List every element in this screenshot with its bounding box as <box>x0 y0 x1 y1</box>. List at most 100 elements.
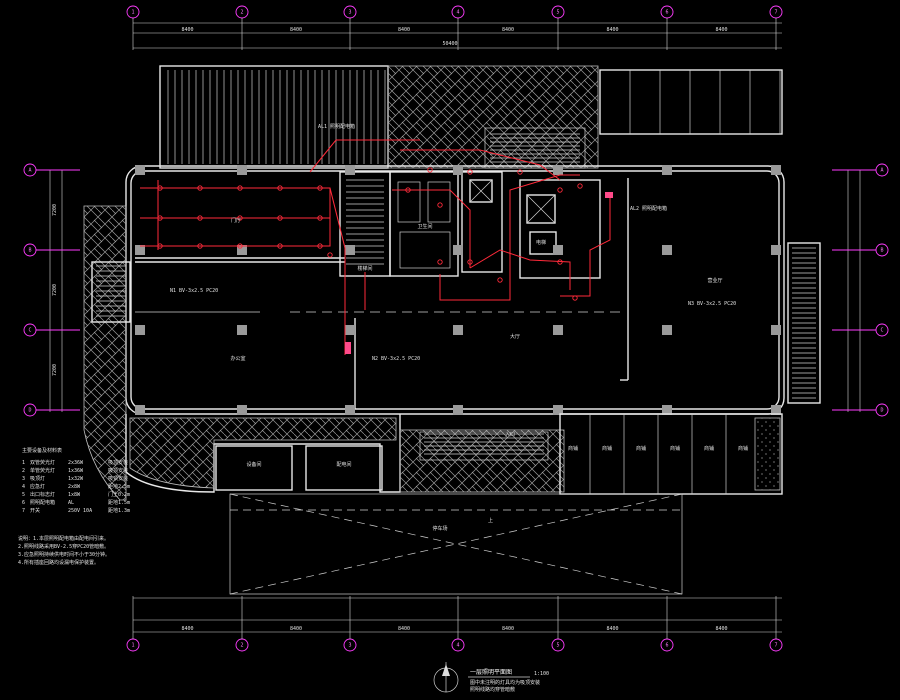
light-fixture-icon <box>317 185 323 191</box>
legend-cell-mount: 吸顶安装 <box>108 467 128 474</box>
column <box>553 325 563 335</box>
light-fixture-icon <box>157 243 163 249</box>
dimension-text-bottom: 8400 <box>715 626 727 632</box>
column <box>662 245 672 255</box>
grid-label-left: B <box>28 248 31 254</box>
dimension-text-bottom: 8400 <box>502 626 514 632</box>
grid-bubble-bottom: 6 <box>660 596 674 652</box>
column <box>771 325 781 335</box>
grid-label-top: 2 <box>240 10 243 16</box>
legend-cell-spec: 250V 10A <box>68 508 92 514</box>
grid-label-bottom: 4 <box>456 643 459 649</box>
legend-cell-index: 2 <box>22 468 25 474</box>
grid-label-bottom: 6 <box>665 643 668 649</box>
grid-bubble-bottom: 1 <box>126 596 140 652</box>
room-label-toilet: 卫生间 <box>417 223 432 230</box>
grid-bubble-bottom: 4 <box>451 596 465 652</box>
building-outline <box>125 165 785 415</box>
dimension-text-bottom: 8400 <box>181 626 193 632</box>
legend-cell-mount: 吸顶安装 <box>108 459 128 466</box>
light-fixture-icon <box>577 183 583 189</box>
column <box>771 165 781 175</box>
grid-label-left: D <box>28 408 31 414</box>
column <box>345 405 355 415</box>
note-line: 4.所有插座回路均设漏电保护装置。 <box>18 559 99 566</box>
legend-cell-name: 应急灯 <box>30 483 45 490</box>
room-label-parking: 停车场 <box>432 525 447 532</box>
dimension-text-side: 7200 <box>52 204 58 216</box>
grid-bubble-top: 2 <box>235 5 249 50</box>
legend-cell-name: 出口标志灯 <box>30 491 55 498</box>
light-fixture-icon <box>317 215 323 221</box>
light-fixture-icon <box>277 243 283 249</box>
legend-cell-name: 吸顶灯 <box>30 475 45 482</box>
legend-cell-spec: 2x8W <box>68 484 81 490</box>
legend-cell-mount: 吸顶安装 <box>108 475 128 482</box>
column <box>453 325 463 335</box>
column <box>345 245 355 255</box>
grid-label-top: 5 <box>556 10 559 16</box>
light-fixtures <box>157 167 583 301</box>
shop-label: 商铺 <box>670 445 680 452</box>
column <box>662 405 672 415</box>
column <box>135 325 145 335</box>
light-fixture-icon <box>157 215 163 221</box>
legend-cell-spec: 1x32W <box>68 476 84 482</box>
legend-cell-spec: 2x36W <box>68 460 84 466</box>
panel-box-1 <box>345 342 351 354</box>
light-fixture-icon <box>237 215 243 221</box>
column <box>453 165 463 175</box>
room-label-lower-1: 设备间 <box>246 461 261 468</box>
legend-cell-mount: 距地2.5m <box>108 483 130 490</box>
light-fixture-icon <box>497 277 503 283</box>
column <box>135 245 145 255</box>
note-line: 说明：1.本层照明配电箱由配电间引来。 <box>18 535 109 542</box>
light-fixture-icon <box>237 243 243 249</box>
room-label-lower-2: 配电间 <box>336 461 351 468</box>
grid-label-left: A <box>28 168 31 174</box>
bottom-podium <box>125 413 783 495</box>
shop-label: 商铺 <box>602 445 612 452</box>
legend-cell-name: 双管荧光灯 <box>30 459 55 466</box>
column <box>237 405 247 415</box>
legend-title: 主要设备及材料表 <box>22 447 62 454</box>
grid-label-top: 3 <box>348 10 351 16</box>
column <box>345 165 355 175</box>
dimension-lines <box>49 22 861 633</box>
room-label-right-hall: 营业厅 <box>707 277 722 284</box>
grid-bubble-left: D <box>23 403 80 417</box>
dimension-text-side: 7200 <box>52 364 58 376</box>
grid-label-bottom: 7 <box>774 643 777 649</box>
note-line: 3.应急照明持续供电时间不小于30分钟。 <box>18 551 110 558</box>
dimension-text-top: 8400 <box>181 27 193 33</box>
light-fixture-icon <box>277 185 283 191</box>
grid-label-top: 4 <box>456 10 459 16</box>
core-rooms <box>339 171 601 279</box>
left-annex <box>83 205 131 501</box>
legend-cell-name: 单管荧光灯 <box>30 467 55 474</box>
drawing-note-2: 照明线路均穿管暗敷 <box>470 686 515 693</box>
light-fixture-icon <box>157 185 163 191</box>
legend-cell-spec: AL <box>68 500 74 506</box>
parking-canopy <box>229 493 683 595</box>
shop-label: 商铺 <box>704 445 714 452</box>
column <box>237 165 247 175</box>
grid-bubble-top: 5 <box>551 5 565 50</box>
grid-bubble-right: B <box>832 243 889 257</box>
dimension-text-bottom: 8400 <box>398 626 410 632</box>
grid-label-bottom: 1 <box>131 643 134 649</box>
room-label-stair: 楼梯间 <box>357 265 372 272</box>
legend-cell-index: 3 <box>22 476 25 482</box>
column <box>135 405 145 415</box>
grid-bubble-right: C <box>832 323 889 337</box>
